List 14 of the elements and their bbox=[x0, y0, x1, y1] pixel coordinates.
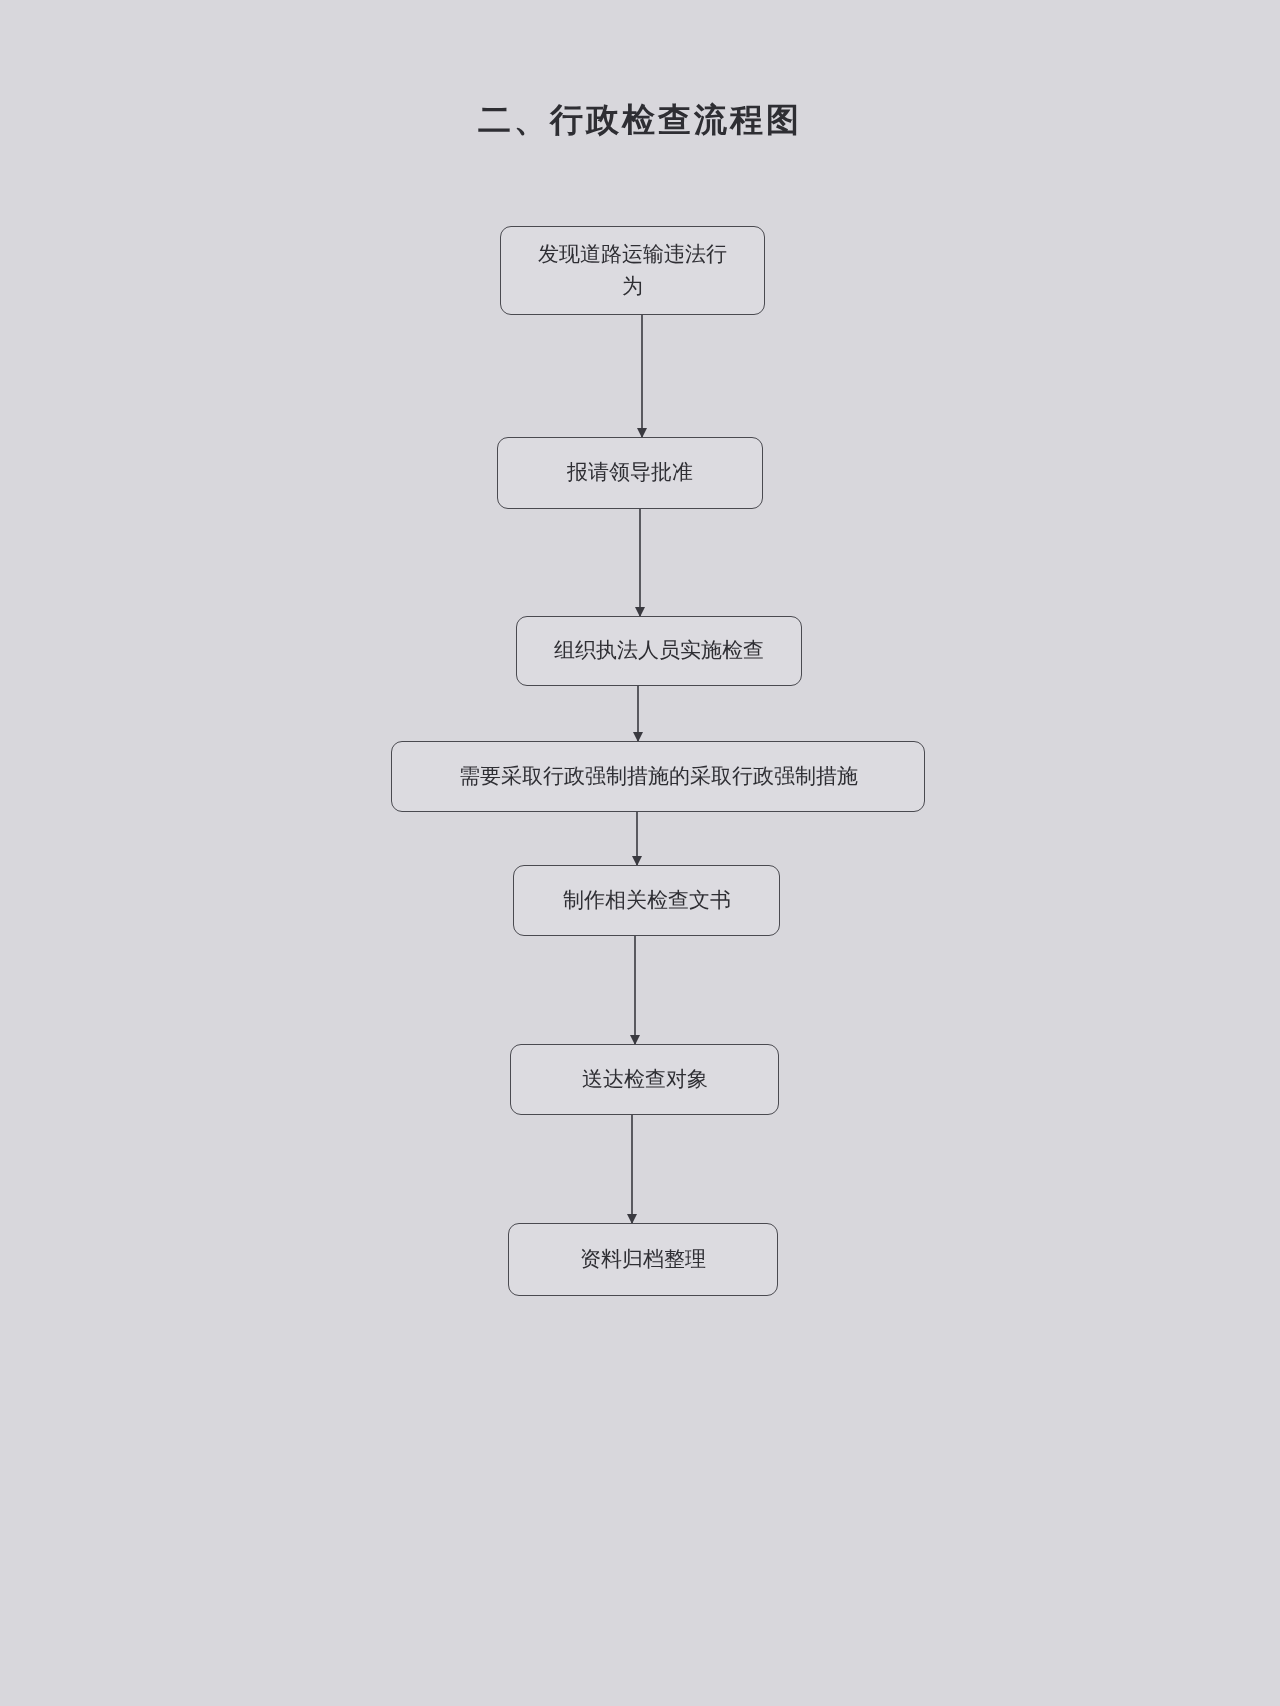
arrow bbox=[630, 935, 640, 1045]
process-box: 送达检查对象 bbox=[510, 1044, 779, 1115]
arrow bbox=[627, 1114, 637, 1224]
arrow bbox=[632, 811, 642, 866]
arrow bbox=[637, 314, 647, 438]
process-box: 组织执法人员实施检查 bbox=[516, 616, 802, 686]
arrow bbox=[633, 685, 643, 742]
process-box: 资料归档整理 bbox=[508, 1223, 778, 1296]
process-box: 发现道路运输违法行为 bbox=[500, 226, 765, 315]
process-box: 需要采取行政强制措施的采取行政强制措施 bbox=[391, 741, 925, 812]
process-box: 制作相关检查文书 bbox=[513, 865, 780, 936]
arrow bbox=[635, 508, 645, 617]
title: 二、行政检查流程图 bbox=[477, 99, 803, 141]
process-box: 报请领导批准 bbox=[497, 437, 763, 509]
